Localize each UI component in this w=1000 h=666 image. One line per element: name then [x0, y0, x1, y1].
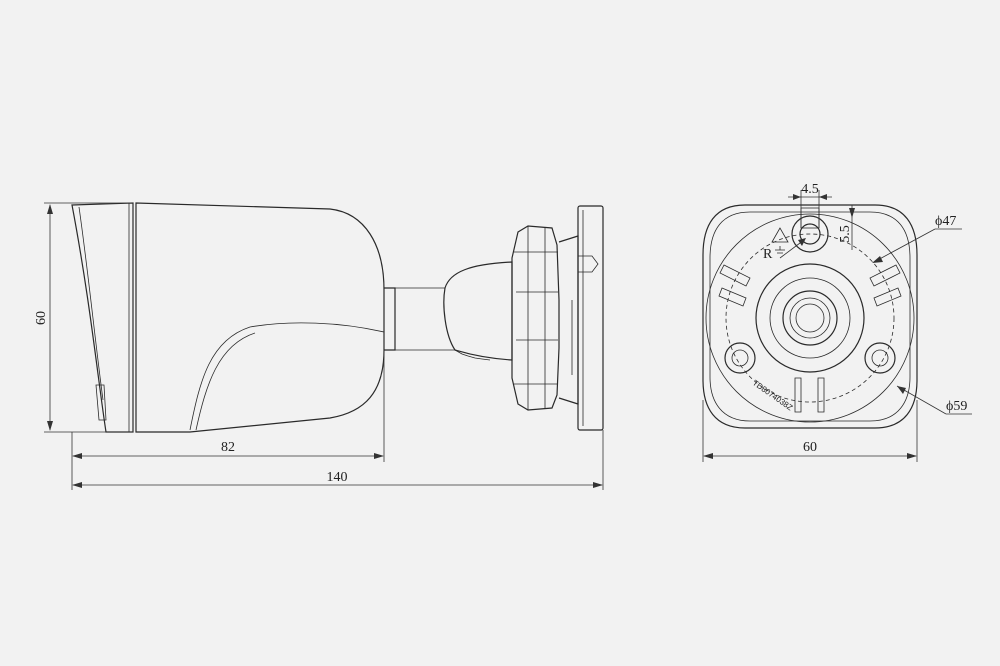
radius-arrow — [798, 238, 806, 246]
side-view — [71, 202, 604, 433]
barrel-sunshade-curve-inner — [195, 332, 256, 431]
base-cup-screw — [578, 255, 599, 273]
center-boss-outer — [755, 263, 865, 373]
top-slot-keyway — [800, 207, 820, 229]
cable-hole-inner — [795, 303, 825, 333]
inner-diameter-label: ϕ47 — [935, 214, 956, 229]
total-length-arrow-right — [593, 482, 603, 488]
mount-hole-right-outer — [864, 342, 896, 374]
rib-slot-bottom — [794, 377, 825, 413]
wall-plate-inner-outline — [709, 211, 911, 422]
slot-width-arrow-right — [819, 194, 827, 200]
cable-hole-outer — [782, 290, 838, 346]
mount-base-cup — [558, 235, 579, 405]
inner-diameter-arrow — [872, 256, 883, 263]
front-view-dimensions: 4.5 5.5 R ϕ47 ϕ59 60 — [702, 182, 972, 462]
rib-slot-right-2 — [873, 287, 902, 307]
outer-diameter-leader — [896, 385, 947, 415]
body-length-arrow-right — [374, 453, 384, 459]
outer-diameter-label: ϕ59 — [946, 399, 967, 414]
rib-slot-left-2 — [718, 287, 747, 307]
side-view-dimensions: 60 82 140 — [34, 202, 604, 490]
total-length-label: 140 — [327, 470, 348, 485]
visor-inner-edge — [78, 206, 104, 401]
body-length-arrow-left — [72, 453, 82, 459]
outer-ring-circle — [705, 213, 915, 423]
rib-slot-right-1 — [869, 264, 901, 287]
height-arrow-top — [47, 204, 53, 214]
width-label: 60 — [803, 440, 817, 455]
body-length-label: 82 — [221, 440, 235, 455]
barrel-sunshade-curve — [189, 322, 385, 431]
mount-ball-teeth — [454, 349, 491, 361]
front-view: TD8074038Z — [702, 204, 918, 429]
visor-lower-detail — [95, 384, 107, 421]
slot-offset-arrow — [849, 208, 855, 218]
slot-offset-label: 5.5 — [838, 225, 853, 243]
locking-ring — [511, 225, 560, 411]
ground-symbol-icon — [771, 227, 789, 254]
inner-diameter-leader — [873, 228, 936, 263]
mount-hole-right-inner — [871, 349, 889, 367]
width-arrow-left — [703, 453, 713, 459]
mount-hole-left-inner — [731, 349, 749, 367]
height-label: 60 — [34, 311, 49, 325]
slot-width-label: 4.5 — [801, 182, 819, 197]
center-boss-mid — [769, 277, 851, 359]
mount-hole-circle — [725, 233, 895, 403]
top-slot-hole — [799, 223, 821, 245]
wall-plate — [577, 205, 604, 431]
mount-ball — [443, 261, 513, 361]
slot-width-arrow-left — [793, 194, 801, 200]
rib-slot-left-1 — [719, 264, 751, 287]
radius-label: R — [763, 247, 773, 262]
outer-diameter-arrow — [897, 386, 906, 394]
total-length-arrow-left — [72, 482, 82, 488]
cable-hole-mid — [789, 297, 831, 339]
wall-plate-outline — [702, 204, 918, 429]
camera-barrel — [135, 202, 385, 433]
height-arrow-bottom — [47, 421, 53, 431]
mount-hole-left-outer — [724, 342, 756, 374]
width-arrow-right — [907, 453, 917, 459]
mount-neck — [384, 287, 396, 351]
top-slot-outer — [791, 215, 829, 253]
